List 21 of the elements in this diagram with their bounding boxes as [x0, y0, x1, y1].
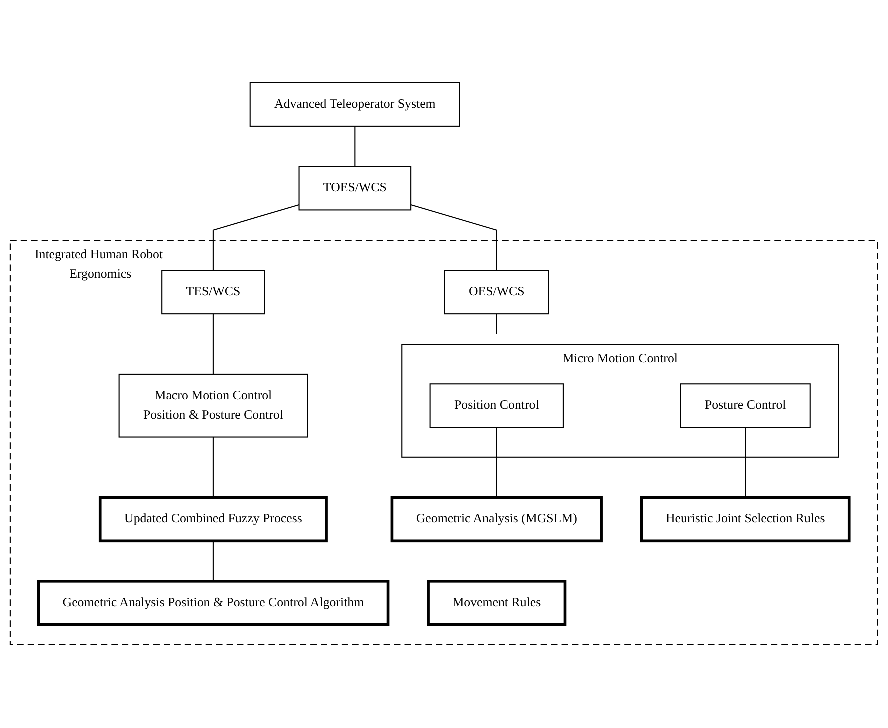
connector — [212, 437, 214, 498]
connector — [496, 314, 498, 334]
node-box: TES/WCS — [162, 270, 266, 315]
node-box: OES/WCS — [444, 270, 550, 315]
node-box: Advanced Teleoperator System — [250, 82, 460, 127]
node-box: Geometric Analysis (MGSLM) — [390, 496, 603, 543]
node-box: Updated Combined Fuzzy Process — [98, 496, 328, 543]
connector — [212, 314, 214, 374]
node-box: Posture Control — [680, 384, 811, 428]
node-box: Macro Motion Control Position & Posture Control — [118, 374, 308, 438]
connector — [745, 428, 746, 498]
connector — [410, 204, 498, 271]
connector — [354, 126, 356, 167]
node-box: Position Control — [430, 384, 564, 428]
connector — [212, 204, 300, 271]
node-box: Heuristic Joint Selection Rules — [640, 496, 851, 543]
connector — [496, 428, 498, 498]
connector — [212, 541, 214, 582]
node-box: Movement Rules — [427, 580, 567, 626]
node-box: TOES/WCS — [298, 166, 412, 211]
node-box: Geometric Analysis Position & Posture Control Algorithm — [37, 580, 390, 626]
